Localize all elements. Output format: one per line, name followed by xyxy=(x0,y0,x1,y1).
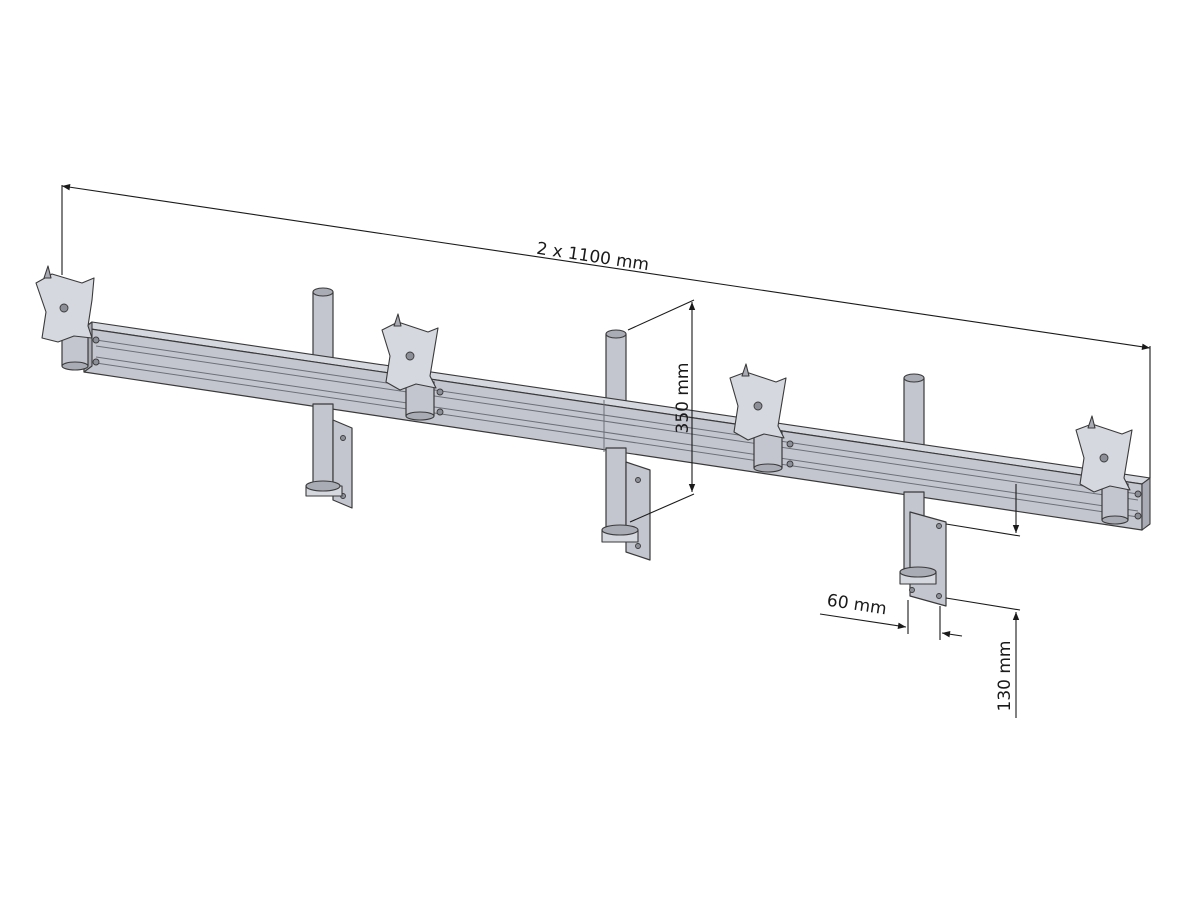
wall-mount-left xyxy=(305,403,353,509)
dimension-pole-height: 350 mm xyxy=(627,299,696,523)
vesa-mount-4 xyxy=(1075,415,1133,525)
dimension-label-plate-height: 130 mm xyxy=(995,641,1015,712)
wall-mount-right xyxy=(899,491,947,607)
pole-center xyxy=(605,329,627,405)
vesa-mount-1 xyxy=(35,265,95,371)
pole-right xyxy=(903,373,925,449)
dimension-plate-height: 130 mm xyxy=(945,484,1021,718)
dimension-label-height: 350 mm xyxy=(673,363,693,434)
horizontal-rail xyxy=(83,321,1151,531)
vesa-mount-3 xyxy=(729,363,787,473)
wall-mount-center xyxy=(601,447,651,561)
dimension-label-length: 2 x 1100 mm xyxy=(535,239,650,276)
dimension-label-plate-width: 60 mm xyxy=(826,591,888,620)
